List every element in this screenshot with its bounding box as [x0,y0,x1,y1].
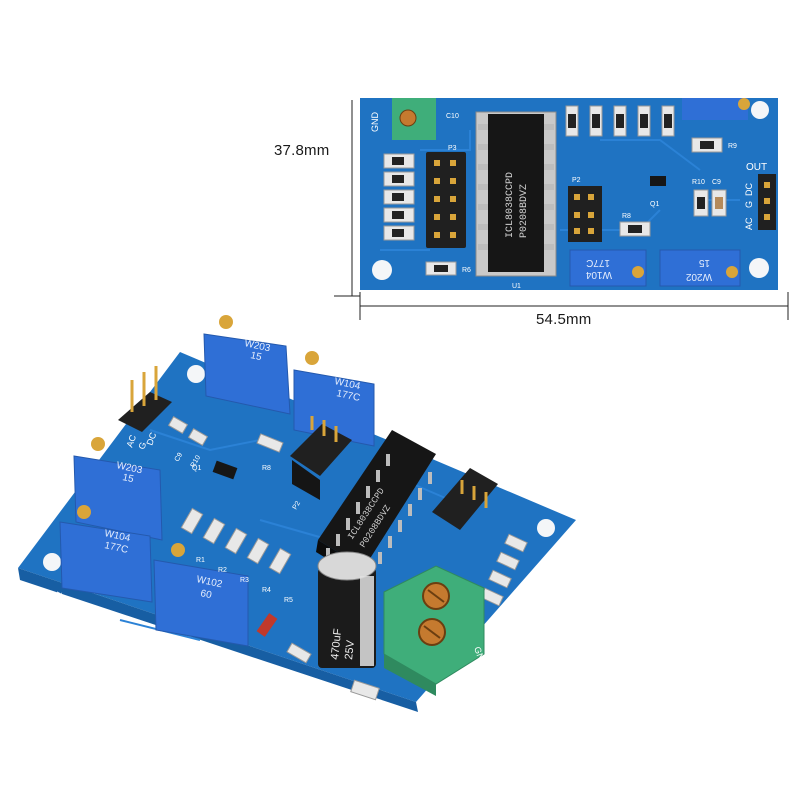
top-r8-label: R8 [622,213,631,220]
top-r10-label: R10 [692,179,705,186]
bottom-pot-w203-front [73,455,163,541]
top-g-label: G [744,201,754,208]
dimension-lines [334,100,789,320]
top-pot-left-code: 177C [586,257,610,268]
trim-screw [726,266,738,278]
bottom-pot1-model: W203 [243,338,271,354]
bottom-pot-w203-back [203,333,291,415]
bottom-right-resistor-column [480,533,528,607]
top-c10-label: C10 [446,113,459,120]
bottom-out-header [118,392,172,432]
height-dimension-label: 37.8mm [274,142,330,159]
top-resistor-column [383,153,415,241]
top-jumper-header-p3 [426,152,466,248]
bottom-c9-label: C9 [174,452,185,463]
top-chip-text-1: ICL8038CCPD [505,172,516,238]
mounting-hole [372,260,392,280]
bottom-capacitor-text-1: 470uF [329,628,344,661]
bottom-pot3-model: W203 [115,460,143,476]
bottom-board: AC G DC W203 15 W104 177C C9 R10 R8 Q1 P… [18,315,576,712]
top-pot-partial [682,98,748,120]
bottom-r8-label: R8 [262,465,271,472]
top-ic-chip [488,114,544,272]
bottom-g-label: G [136,441,148,451]
bottom-ac-label: AC [124,433,138,449]
top-transistor-q1 [650,176,666,186]
top-pot-w104 [569,249,647,287]
bottom-r4-label: R4 [262,587,271,594]
terminal-screw [399,109,417,127]
bottom-pot2-code: 177C [335,388,361,404]
bottom-capacitor-text-2: 25V [343,639,357,660]
bottom-q1-label: Q1 [192,465,201,472]
bottom-pot-w104-front [59,521,153,603]
bottom-pot5-model: W102 [195,574,223,590]
top-r6-label: R6 [462,267,471,274]
bottom-pot3-code: 15 [121,472,135,485]
mounting-hole [751,101,769,119]
top-out-label: OUT [746,162,767,173]
bottom-pot-w104-back [293,369,375,447]
bottom-transistor-q1 [212,460,238,480]
trim-screw [738,98,750,110]
bottom-jumper-header-p3 [432,468,498,530]
top-q1-label: Q1 [650,201,659,208]
trim-screw [305,351,319,365]
capacitor-top [317,551,377,581]
bottom-dc-label: DC [144,431,158,447]
bottom-pot-w102 [153,559,249,647]
trim-screw [77,505,91,519]
top-c9-label: C9 [712,179,721,186]
bottom-pot2-model: W104 [333,376,361,392]
top-pot-w202 [659,249,741,287]
bottom-r2-label: R2 [218,567,227,574]
top-jumper-header-p2 [568,186,602,242]
top-chip-text-2: P0208BDVZ [519,184,530,238]
bottom-p1-label: P1 [54,590,64,601]
mounting-hole [749,258,769,278]
top-resistor-row [565,105,675,137]
trim-screw [91,437,105,451]
top-pot-right-model: W202 [685,271,712,282]
mounting-hole [537,519,555,537]
bottom-r1-label: R1 [196,557,205,564]
bottom-resistor-row [180,507,292,575]
bottom-pot4-code: 177C [103,540,129,556]
bottom-r3-label: R3 [240,577,249,584]
width-dimension-label: 54.5mm [536,311,592,328]
top-board: GND C10 P3 R6 [360,98,778,290]
trim-screw [219,315,233,329]
trim-screw [632,266,644,278]
top-r9-label: R9 [728,143,737,150]
top-pot-right-code: 15 [698,257,710,268]
mounting-hole [43,553,61,571]
top-p3-label: P3 [448,145,457,152]
mounting-hole [187,365,205,383]
bottom-diode [256,613,278,637]
bottom-r5-label: R5 [284,597,293,604]
top-dc-label: DC [744,183,754,196]
top-u1-label: U1 [512,283,521,290]
top-gnd-label: GND [370,112,380,133]
bottom-pot1-code: 15 [249,350,263,363]
top-pot-left-model: W104 [585,269,612,280]
top-p2-label: P2 [572,177,581,184]
bottom-pot5-code: 60 [199,588,213,601]
trim-screw [171,543,185,557]
bottom-pot4-model: W104 [103,528,131,544]
top-ac-label: AC [744,217,754,230]
bottom-ic-chip [318,430,436,568]
bottom-vcc-label: VCC [440,685,456,707]
bottom-p2-label: P2 [292,500,302,511]
